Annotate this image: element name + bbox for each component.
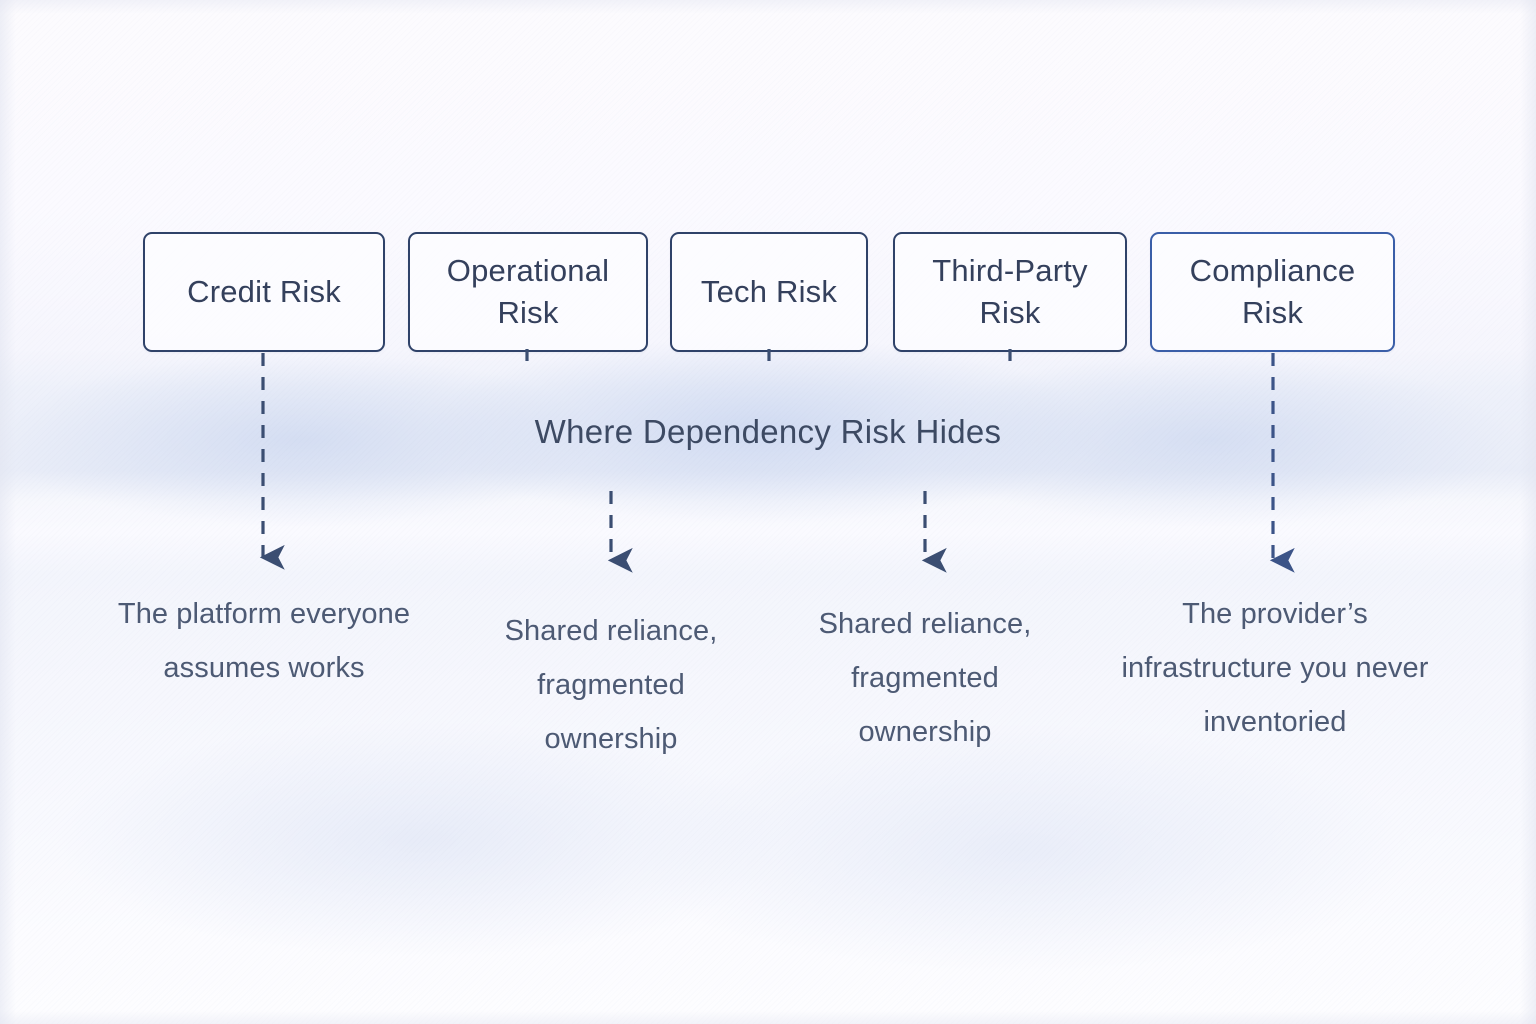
caption-operational-risk: Shared reliance, fragmented ownership (504, 615, 718, 755)
risk-box-credit-risk[interactable]: Credit Risk (143, 232, 385, 352)
connector-tech-risk (767, 349, 947, 573)
caption-tech-risk: Shared reliance, fragmented ownership (818, 608, 1032, 748)
connector-operational-risk (525, 349, 633, 573)
risk-box-compliance-risk[interactable]: Compliance Risk (1150, 232, 1395, 352)
caption-credit-risk: The platform everyone assumes works (117, 598, 411, 684)
risk-box-operational-risk[interactable]: Operational Risk (408, 232, 648, 352)
caption-compliance-risk: The provider’s infrastructure you never … (1121, 598, 1429, 738)
risk-box-tech-risk[interactable]: Tech Risk (670, 232, 868, 352)
risk-box-third-party-risk[interactable]: Third-Party Risk (893, 232, 1127, 352)
diagram-title: Where Dependency Risk Hides (534, 413, 1002, 450)
